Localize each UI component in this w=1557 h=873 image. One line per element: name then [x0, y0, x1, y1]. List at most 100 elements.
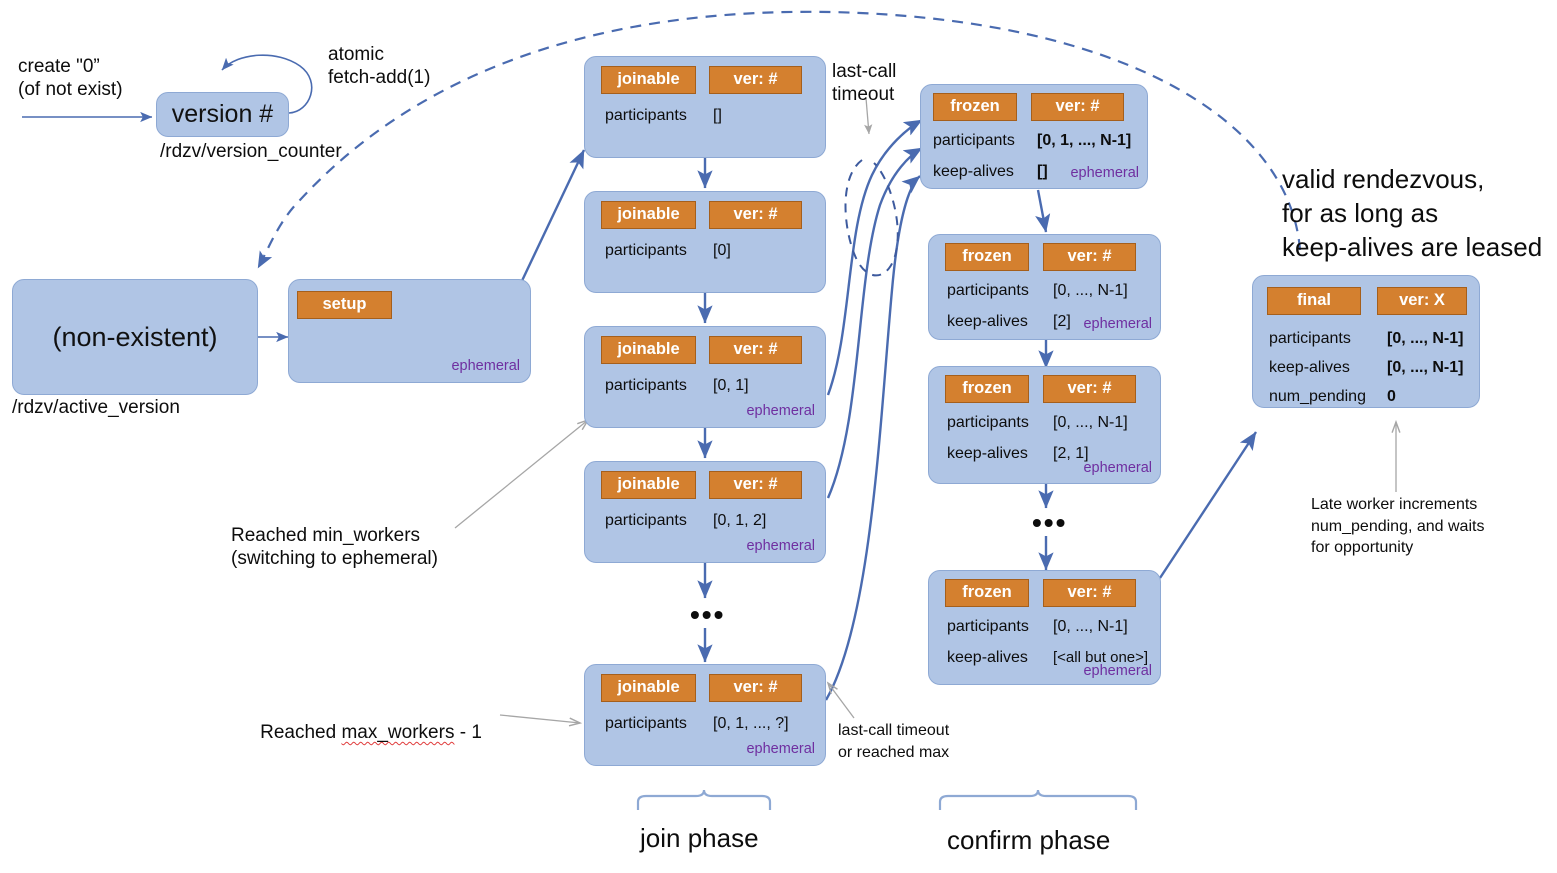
join-box-1[interactable]: joinable ver: # participants [] — [584, 56, 826, 158]
status-badge-frozen: frozen — [933, 93, 1017, 121]
keepalives-value: [2, 1] — [1053, 445, 1089, 462]
version-counter-node[interactable]: version # — [156, 92, 289, 137]
participants-value: [0, ..., N-1] — [1053, 282, 1128, 299]
participants-key: participants — [947, 414, 1029, 431]
status-badge-joinable: joinable — [601, 66, 696, 94]
participants-key: participants — [605, 512, 687, 529]
participants-value: [0, 1, ..., N-1] — [1037, 132, 1132, 149]
numpending-key: num_pending — [1269, 388, 1366, 405]
join-box-4[interactable]: joinable ver: # participants [0, 1, 2] e… — [584, 461, 826, 563]
arrow-join3-to-frozen — [826, 118, 923, 396]
version-badge: ver: # — [1043, 375, 1136, 403]
keepalives-key: keep-alives — [947, 313, 1028, 330]
confirm-ellipsis: ••• — [1032, 507, 1068, 538]
confirm-box-2[interactable]: frozen ver: # participants [0, ..., N-1]… — [928, 234, 1161, 340]
version-badge: ver: # — [709, 66, 802, 94]
participants-value: [0, ..., N-1] — [1053, 618, 1128, 635]
participants-key: participants — [605, 377, 687, 394]
version-badge: ver: X — [1377, 287, 1467, 315]
keepalives-value: [<all but one>] — [1053, 649, 1149, 666]
arrow-reached-max-workers — [499, 714, 580, 723]
join-phase-label: join phase — [640, 823, 759, 853]
valid-rendezvous-label: valid rendezvous, for as long as keep-al… — [1282, 164, 1543, 262]
participants-value: [] — [713, 107, 722, 124]
status-badge-frozen: frozen — [945, 579, 1029, 607]
version-badge: ver: # — [1043, 243, 1136, 271]
version-counter-path-label: /rdzv/version_counter — [160, 141, 342, 162]
non-existent-title: (non-existent) — [52, 321, 218, 352]
version-badge: ver: # — [709, 201, 802, 229]
version-badge: ver: # — [709, 674, 802, 702]
status-badge-joinable: joinable — [601, 336, 696, 364]
status-badge-final: final — [1267, 287, 1361, 315]
create-zero-label: create "0” (of not exist) — [18, 56, 123, 101]
participants-value: [0, 1] — [713, 377, 749, 394]
brace-join-phase — [636, 789, 772, 810]
status-badge-joinable: joinable — [601, 201, 696, 229]
confirm-box-1[interactable]: frozen ver: # participants [0, 1, ..., N… — [920, 84, 1148, 189]
ephemeral-label: ephemeral — [1083, 315, 1152, 332]
setup-node[interactable]: setup ephemeral — [288, 279, 531, 383]
participants-value: [0, ..., N-1] — [1387, 330, 1464, 347]
join-ellipsis: ••• — [690, 599, 726, 630]
status-badge-joinable: joinable — [601, 674, 696, 702]
final-box[interactable]: final ver: X participants [0, ..., N-1] … — [1252, 275, 1480, 408]
reached-max-workers-suffix: - 1 — [454, 722, 482, 744]
last-call-timeout-or-max-label: last-call timeout or reached max — [838, 722, 950, 761]
participants-value: [0, 1, 2] — [713, 512, 767, 529]
participants-key: participants — [933, 132, 1015, 149]
join-box-2[interactable]: joinable ver: # participants [0] — [584, 191, 826, 293]
participants-key: participants — [947, 618, 1029, 635]
non-existent-node[interactable]: (non-existent) — [12, 279, 258, 395]
reached-max-workers-label: Reached max_workers - 1 — [239, 698, 482, 768]
active-version-path-label: /rdzv/active_version — [12, 397, 180, 418]
confirm-phase-label: confirm phase — [947, 825, 1111, 855]
participants-value: [0, ..., N-1] — [1053, 414, 1128, 431]
confirm-box-4[interactable]: frozen ver: # participants [0, ..., N-1]… — [928, 570, 1161, 685]
arrow-frozen-to-final — [1158, 431, 1258, 579]
keepalives-key: keep-alives — [1269, 359, 1350, 376]
arrow-join5-to-frozen — [824, 175, 921, 701]
confirm-box-3[interactable]: frozen ver: # participants [0, ..., N-1]… — [928, 366, 1161, 484]
participants-value: [0, 1, ..., ?] — [713, 715, 789, 732]
participants-key: participants — [605, 242, 687, 259]
reached-max-workers-prefix: Reached — [260, 722, 342, 744]
version-badge: ver: # — [709, 471, 802, 499]
arrow-lastcall-or-max — [828, 683, 855, 719]
atomic-fetch-add-label: atomic fetch-add(1) — [328, 44, 431, 89]
reached-max-workers-term: max_workers — [341, 722, 455, 744]
participants-key: participants — [605, 715, 687, 732]
keepalives-key: keep-alives — [947, 649, 1028, 666]
setup-badge: setup — [297, 291, 392, 319]
brace-confirm-phase — [938, 789, 1138, 810]
version-badge: ver: # — [1031, 93, 1124, 121]
version-badge: ver: # — [709, 336, 802, 364]
participants-key: participants — [947, 282, 1029, 299]
keepalives-key: keep-alives — [947, 445, 1028, 462]
status-badge-frozen: frozen — [945, 375, 1029, 403]
version-badge: ver: # — [1043, 579, 1136, 607]
numpending-value: 0 — [1387, 388, 1396, 405]
reached-min-workers-label: Reached min_workers (switching to epheme… — [231, 525, 438, 570]
join-box-5[interactable]: joinable ver: # participants [0, 1, ...,… — [584, 664, 826, 766]
ephemeral-label: ephemeral — [746, 740, 815, 757]
keepalives-value: [2] — [1053, 313, 1071, 330]
ephemeral-label: ephemeral — [1070, 164, 1139, 181]
arrow-join4-to-frozen — [826, 146, 923, 499]
version-counter-title: version # — [171, 100, 274, 128]
ephemeral-label: ephemeral — [1083, 459, 1152, 476]
participants-value: [0] — [713, 242, 731, 259]
join-box-3[interactable]: joinable ver: # participants [0, 1] ephe… — [584, 326, 826, 428]
keepalives-key: keep-alives — [933, 163, 1014, 180]
arrow-setup-to-joinable — [518, 149, 586, 286]
ephemeral-label: ephemeral — [1083, 662, 1152, 679]
keepalives-value: [] — [1037, 163, 1048, 180]
ephemeral-label: ephemeral — [746, 537, 815, 554]
participants-key: participants — [1269, 330, 1351, 347]
participants-key: participants — [605, 107, 687, 124]
late-worker-label: Late worker increments num_pending, and … — [1311, 496, 1485, 557]
ephemeral-label: ephemeral — [746, 402, 815, 419]
status-badge-frozen: frozen — [945, 243, 1029, 271]
arrow-reached-min-workers — [454, 420, 588, 529]
